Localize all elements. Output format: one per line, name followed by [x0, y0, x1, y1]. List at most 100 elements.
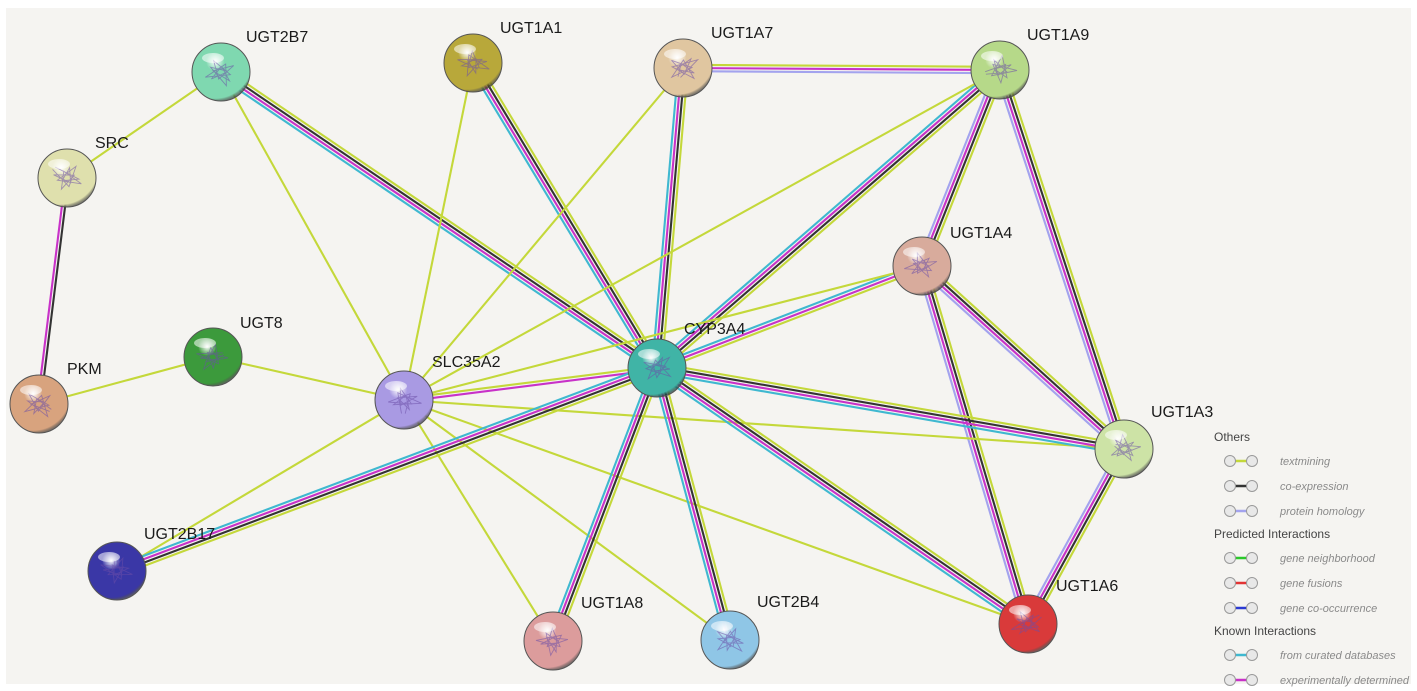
node-sphere[interactable] [9, 374, 69, 434]
node-label[interactable]: CYP3A4 [684, 321, 745, 338]
node-label[interactable]: UGT2B17 [144, 526, 215, 543]
edge-strand-textmining [660, 68, 689, 369]
node-label[interactable]: UGT1A9 [1027, 27, 1089, 44]
node-ugt1a7[interactable]: UGT1A7 [653, 25, 773, 98]
edge-ugt2b7-src[interactable] [66, 71, 222, 179]
node-label[interactable]: UGT2B7 [246, 29, 308, 46]
edge-strand-curated [547, 365, 654, 640]
node-pkm[interactable]: PKM [9, 361, 102, 434]
node-label[interactable]: UGT1A6 [1056, 578, 1118, 595]
edge-ugt1a4-ugt1a3[interactable] [918, 261, 1128, 454]
node-sphere[interactable] [374, 370, 434, 430]
edge-strand-homology [916, 67, 997, 265]
edge-strand-coexpression [39, 178, 70, 405]
node-ugt1a3[interactable]: UGT1A3 [1094, 404, 1213, 479]
edge-strand-textmining [212, 355, 405, 402]
edge-ugt2b7-slc35a2[interactable] [220, 71, 405, 401]
node-cyp3a4[interactable]: CYP3A4 [627, 321, 745, 398]
edge-strand-textmining [403, 399, 1029, 625]
node-ugt1a6[interactable]: UGT1A6 [998, 578, 1118, 654]
node-sphere[interactable] [191, 42, 251, 102]
edge-cyp3a4-ugt2b17[interactable] [114, 362, 660, 577]
edge-strand-textmining [38, 355, 214, 406]
edge-ugt1a9-ugt1a4[interactable] [916, 67, 1006, 269]
edge-ugt1a7-ugt1a9[interactable] [682, 63, 1001, 75]
node-label[interactable]: UGT1A1 [500, 20, 562, 37]
node-sphere[interactable] [37, 148, 97, 208]
node-ugt8[interactable]: UGT8 [183, 315, 283, 387]
node-label[interactable]: UGT2B4 [757, 594, 819, 611]
edge-slc35a2-ugt1a6[interactable] [403, 399, 1029, 625]
edge-src-pkm[interactable] [36, 177, 70, 405]
edge-strand-curated [656, 371, 1124, 455]
edge-strand-textmining [403, 399, 554, 642]
edge-ugt1a1-cyp3a4[interactable] [467, 59, 663, 372]
edge-pkm-ugt8[interactable] [38, 355, 214, 406]
node-sphere[interactable] [627, 338, 687, 398]
edge-ugt1a4-ugt1a6[interactable] [916, 264, 1034, 626]
legend-item-label: experimentally determined [1280, 675, 1410, 687]
legend-node-icon [1246, 602, 1258, 614]
node-label[interactable]: UGT1A8 [581, 595, 643, 612]
edge-cyp3a4-ugt1a8[interactable] [547, 365, 663, 644]
edge-ugt1a7-slc35a2[interactable] [403, 67, 684, 401]
edge-strand-coexpression [922, 265, 1031, 624]
edge-ugt1a4-slc35a2[interactable] [403, 264, 923, 402]
node-src[interactable]: SRC [37, 135, 129, 208]
edge-slc35a2-cyp3a4[interactable] [403, 365, 658, 403]
node-sphere[interactable] [87, 541, 147, 601]
node-label[interactable]: SRC [95, 135, 129, 152]
edge-ugt8-slc35a2[interactable] [212, 355, 405, 402]
node-ugt2b4[interactable]: UGT2B4 [700, 594, 819, 670]
edge-strand-coexpression [553, 368, 660, 642]
node-ugt2b7[interactable]: UGT2B7 [191, 29, 308, 102]
edge-strand-textmining [116, 399, 405, 572]
edge-slc35a2-ugt2b17[interactable] [116, 399, 405, 572]
node-ugt1a1[interactable]: UGT1A1 [443, 20, 562, 93]
node-sphere[interactable] [970, 40, 1030, 100]
edge-ugt1a9-slc35a2[interactable] [403, 69, 1001, 401]
edge-ugt1a3-ugt1a6[interactable] [1022, 446, 1130, 627]
node-sphere[interactable] [998, 594, 1058, 654]
node-sphere[interactable] [523, 611, 583, 671]
node-sphere[interactable] [700, 610, 760, 670]
node-sphere[interactable] [443, 33, 503, 93]
edge-ugt1a9-cyp3a4[interactable] [653, 65, 1004, 373]
node-slc35a2[interactable]: SLC35A2 [374, 354, 501, 430]
node-sphere[interactable] [183, 327, 243, 387]
edge-strand-curated [653, 65, 998, 366]
legend-item-curated: from curated databases [1224, 649, 1396, 662]
node-sphere[interactable] [892, 236, 952, 296]
edge-ugt2b7-cyp3a4[interactable] [217, 67, 661, 373]
node-label[interactable]: UGT8 [240, 315, 283, 332]
legend-node-icon [1224, 602, 1236, 614]
node-label[interactable]: UGT1A3 [1151, 404, 1213, 421]
sphere-highlight [1105, 430, 1127, 440]
edge-strand-experimental [919, 266, 1028, 625]
edge-strand-textmining [476, 59, 663, 367]
edge-cyp3a4-ugt1a3[interactable] [656, 362, 1125, 455]
node-ugt1a9[interactable]: UGT1A9 [970, 27, 1089, 100]
node-label[interactable]: UGT1A4 [950, 225, 1012, 242]
node-ugt1a8[interactable]: UGT1A8 [523, 595, 643, 671]
edge-ugt1a1-slc35a2[interactable] [402, 62, 475, 401]
node-label[interactable]: PKM [67, 361, 102, 378]
edge-cyp3a4-ugt2b4[interactable] [651, 366, 736, 642]
edge-cyp3a4-ugt1a6[interactable] [653, 363, 1032, 629]
edge-ugt1a7-cyp3a4[interactable] [651, 67, 689, 369]
edge-ugt1a9-ugt1a3[interactable] [994, 68, 1130, 451]
edge-strand-experimental [116, 365, 657, 571]
node-sphere[interactable] [653, 38, 713, 98]
protein-structure-icon [985, 54, 1018, 85]
edge-slc35a2-ugt1a8[interactable] [403, 399, 554, 642]
node-label[interactable]: SLC35A2 [432, 354, 501, 371]
node-sphere[interactable] [1094, 419, 1154, 479]
node-label[interactable]: UGT1A7 [711, 25, 773, 42]
node-ugt2b17[interactable]: UGT2B17 [87, 526, 215, 601]
edge-slc35a2-ugt1a3[interactable] [403, 398, 1125, 451]
edge-strand-textmining [924, 261, 1128, 447]
edge-ugt1a4-cyp3a4[interactable] [655, 262, 924, 372]
node-ugt1a4[interactable]: UGT1A4 [892, 225, 1012, 296]
